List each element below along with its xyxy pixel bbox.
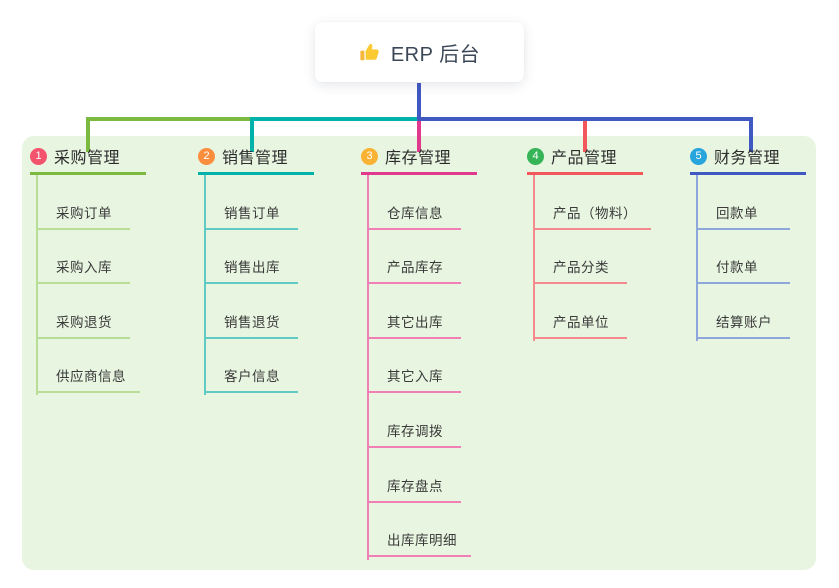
child-node[interactable]: 产品库存: [367, 230, 461, 285]
branch-trunk-line: [533, 175, 535, 341]
branch-node-finance[interactable]: 5 财务管理: [690, 146, 806, 175]
connector-branch2-drop: [250, 117, 254, 152]
child-label: 库存盘点: [387, 478, 443, 494]
child-label: 产品单位: [553, 314, 609, 330]
child-node[interactable]: 产品分类: [533, 230, 627, 285]
child-label: 采购入库: [56, 260, 112, 276]
child-label: 回款单: [716, 205, 758, 221]
child-label: 采购订单: [56, 205, 112, 221]
child-label: 仓库信息: [387, 205, 443, 221]
branch-purchase: 1 采购管理 采购订单 采购入库 采购退货 供应商信息: [30, 146, 170, 395]
branch-product: 4 产品管理 产品（物料） 产品分类 产品单位: [527, 146, 667, 341]
branch-label: 库存管理: [385, 150, 452, 167]
mindmap-background-panel: [22, 136, 816, 570]
child-node[interactable]: 采购入库: [36, 230, 130, 285]
branch-label: 财务管理: [714, 150, 781, 167]
branch-number-badge: 1: [30, 147, 47, 165]
branch-label: 采购管理: [54, 150, 121, 167]
child-label: 产品（物料）: [553, 205, 637, 221]
branch-number-badge: 2: [198, 147, 215, 165]
child-node[interactable]: 仓库信息: [367, 175, 461, 230]
connector-branch5-hline: [417, 117, 753, 121]
child-label: 销售出库: [224, 260, 280, 276]
branch-node-inventory[interactable]: 3 库存管理: [361, 146, 477, 175]
child-label: 出库库明细: [387, 533, 457, 549]
branch-number-badge: 4: [527, 147, 544, 165]
child-node[interactable]: 其它出库: [367, 284, 461, 339]
connector-branch1-hline: [86, 117, 254, 121]
branch-number-badge: 5: [690, 147, 707, 165]
child-label: 产品分类: [553, 260, 609, 276]
branch-node-product[interactable]: 4 产品管理: [527, 146, 643, 175]
branch-children: 销售订单 销售出库 销售退货 客户信息: [204, 175, 298, 394]
child-node[interactable]: 其它入库: [367, 339, 461, 394]
branch-trunk-line: [367, 175, 369, 560]
branch-children: 产品（物料） 产品分类 产品单位: [533, 175, 651, 339]
branch-children: 仓库信息 产品库存 其它出库 其它入库 库存调拨 库存盘点 出库库明细: [367, 175, 471, 558]
child-node[interactable]: 客户信息: [204, 339, 298, 394]
child-node[interactable]: 供应商信息: [36, 339, 140, 394]
branch-children: 回款单 付款单 结算账户: [696, 175, 790, 339]
branch-node-purchase[interactable]: 1 采购管理: [30, 146, 146, 175]
branch-trunk-line: [696, 175, 698, 341]
child-node[interactable]: 付款单: [696, 230, 790, 285]
child-label: 库存调拨: [387, 423, 443, 439]
child-label: 结算账户: [716, 314, 772, 330]
branch-label: 产品管理: [551, 150, 618, 167]
child-node[interactable]: 回款单: [696, 175, 790, 230]
branch-sales: 2 销售管理 销售订单 销售出库 销售退货 客户信息: [198, 146, 338, 395]
child-label: 客户信息: [224, 369, 280, 385]
child-label: 其它入库: [387, 369, 443, 385]
branch-finance: 5 财务管理 回款单 付款单 结算账户: [690, 146, 830, 341]
root-node[interactable]: ERP 后台: [315, 22, 524, 82]
child-label: 销售退货: [224, 314, 280, 330]
child-node[interactable]: 产品单位: [533, 284, 627, 339]
child-label: 产品库存: [387, 260, 443, 276]
branch-label: 销售管理: [222, 150, 289, 167]
branch-node-sales[interactable]: 2 销售管理: [198, 146, 314, 175]
connector-branch4-drop: [583, 121, 587, 152]
child-node[interactable]: 产品（物料）: [533, 175, 651, 230]
child-label: 其它出库: [387, 314, 443, 330]
thumbs-up-icon: [359, 41, 381, 63]
connector-branch3-drop: [417, 121, 421, 152]
child-node[interactable]: 销售订单: [204, 175, 298, 230]
child-label: 销售订单: [224, 205, 280, 221]
connector-root-line: [417, 83, 421, 117]
child-node[interactable]: 结算账户: [696, 284, 790, 339]
child-node[interactable]: 销售出库: [204, 230, 298, 285]
child-label: 供应商信息: [56, 369, 126, 385]
child-node[interactable]: 库存盘点: [367, 448, 461, 503]
child-node[interactable]: 出库库明细: [367, 503, 471, 558]
branch-inventory: 3 库存管理 仓库信息 产品库存 其它出库 其它入库 库存调拨 库存盘点 出库库…: [361, 146, 501, 560]
branch-trunk-line: [204, 175, 206, 395]
branch-number-badge: 3: [361, 147, 378, 165]
branch-trunk-line: [36, 175, 38, 395]
child-node[interactable]: 销售退货: [204, 284, 298, 339]
root-title: ERP 后台: [390, 43, 481, 66]
child-node[interactable]: 库存调拨: [367, 393, 461, 448]
connector-branch1-drop: [86, 117, 90, 152]
child-label: 付款单: [716, 260, 758, 276]
branch-children: 采购订单 采购入库 采购退货 供应商信息: [36, 175, 140, 394]
child-node[interactable]: 采购退货: [36, 284, 130, 339]
child-label: 采购退货: [56, 314, 112, 330]
child-node[interactable]: 采购订单: [36, 175, 130, 230]
connector-branch2-hline: [250, 117, 419, 121]
connector-branch5-drop: [749, 117, 753, 152]
